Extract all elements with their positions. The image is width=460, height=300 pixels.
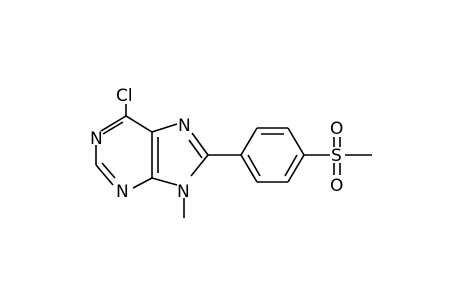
atom-o-top: O <box>330 119 343 139</box>
bond-c5-c6 <box>125 115 153 133</box>
bond-c6-n1-inner <box>102 121 124 135</box>
bond-c2-n3-inner <box>101 162 116 179</box>
bond-c8-n9 <box>190 154 209 177</box>
bond-ph-inner-b <box>284 154 298 177</box>
bond-n9-c4 <box>151 177 178 186</box>
bond-n3-c4 <box>132 177 153 189</box>
atom-n9: N <box>177 182 190 202</box>
atom-labels: Cl N N N N S O O <box>90 86 343 202</box>
sulfonyl-group <box>304 137 372 175</box>
atom-o-bottom: O <box>330 176 343 196</box>
bond-n7-c8-inner <box>188 139 203 159</box>
bond-c6-n1 <box>100 115 127 132</box>
bond-ph-4 <box>287 154 305 183</box>
atom-n7: N <box>178 116 191 136</box>
bond-ph-inner-c <box>247 154 261 177</box>
phenyl-ring <box>240 127 305 183</box>
atom-cl: Cl <box>116 86 133 106</box>
bond-c2-n3 <box>95 164 114 186</box>
bond-c5-n7 <box>151 123 178 133</box>
atom-s: S <box>331 146 342 166</box>
bond-ph-3 <box>287 127 305 156</box>
atom-n3: N <box>116 182 129 202</box>
bonds <box>95 104 241 218</box>
bond-ph-1 <box>240 127 258 156</box>
atom-n1: N <box>90 129 103 149</box>
bond-n7-c8 <box>191 132 209 156</box>
bond-ph-6 <box>240 154 258 183</box>
